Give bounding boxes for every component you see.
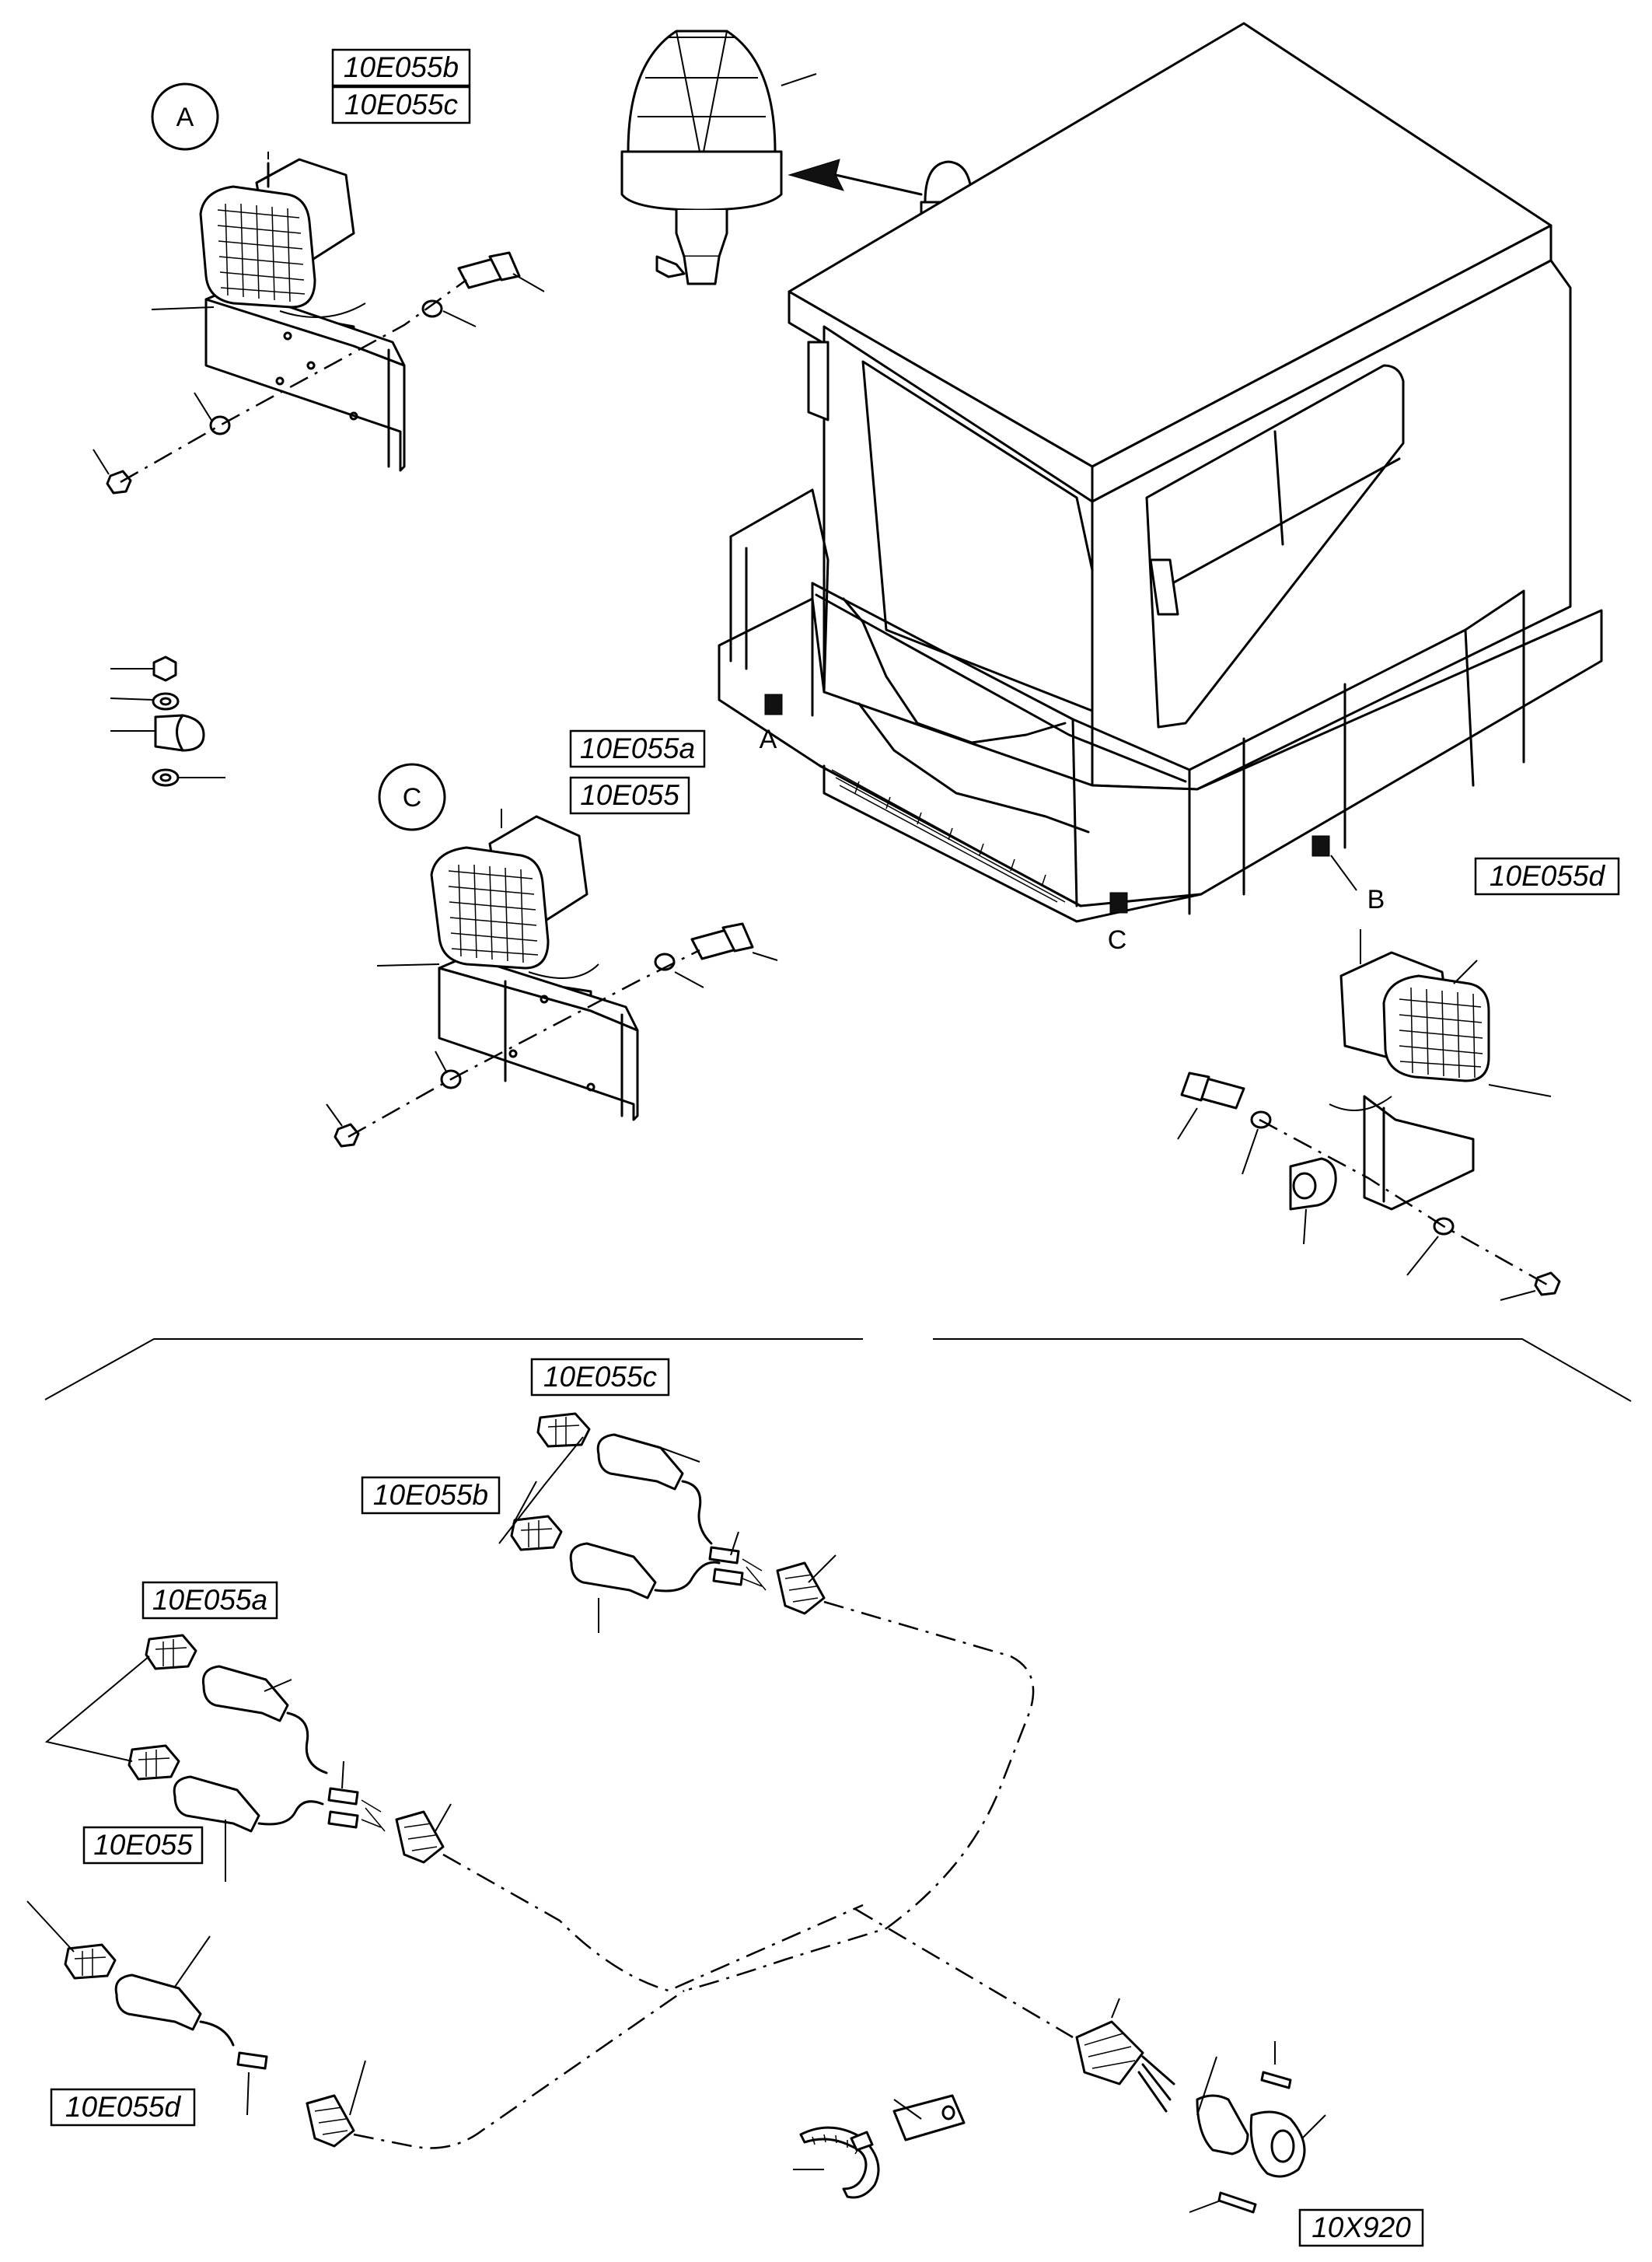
marker-a	[764, 694, 783, 715]
marker-b	[1311, 835, 1330, 857]
label-box-harness-10e055d	[50, 2088, 196, 2127]
boot-b	[569, 1542, 657, 1599]
label-harness-10e055b: 10E055b	[373, 1479, 488, 1511]
boot-c	[596, 1433, 684, 1491]
cab-and-platform: A C B	[718, 22, 1603, 955]
label-harness-10e055: 10E055	[93, 1829, 193, 1861]
label-10x920: 10X920	[1311, 2211, 1411, 2243]
view-a-letter: A	[176, 103, 194, 132]
work-light-assembly-a: A 10E055b 10E055c	[93, 48, 545, 495]
label-box-10e055b-top	[331, 48, 471, 87]
mounting-bracket-d	[1363, 1095, 1475, 1211]
label-box-harness-10e055c	[530, 1358, 670, 1397]
washer-a2	[209, 415, 231, 435]
marker-a-letter: A	[760, 725, 777, 754]
cab-side-window	[1145, 364, 1405, 729]
plug-10e055a	[145, 1634, 197, 1670]
label-box-10e055d-right	[1474, 857, 1620, 896]
lamp-lens-c	[430, 846, 550, 970]
label-box-10x920	[1298, 2208, 1424, 2247]
marker-c	[1109, 892, 1128, 914]
label-10e055-mid: 10E055	[580, 779, 679, 811]
washer-a1	[421, 299, 443, 318]
section-divider-right	[933, 1338, 1632, 1402]
view-c-letter: C	[403, 783, 422, 813]
connector-10x920-cap	[1249, 2110, 1306, 2178]
plug-10e055b	[510, 1515, 563, 1551]
label-10e055b-top: 10E055b	[344, 51, 459, 83]
contact-pin	[1217, 2191, 1257, 2214]
plug-10e055c	[536, 1412, 591, 1448]
plug-10e055d	[64, 1943, 117, 1980]
work-light-assembly-d: 10E055d	[1177, 857, 1620, 1301]
nut-c	[334, 1123, 360, 1148]
terminal-pin	[1260, 2071, 1292, 2089]
work-light-assembly-c: C 10E055a 10E055	[326, 729, 778, 1148]
label-box-harness-10e055	[82, 1826, 204, 1865]
label-10e055a-mid: 10E055a	[580, 732, 695, 764]
label-box-10e055-mid	[569, 776, 690, 815]
label-10e055d-right: 10E055d	[1490, 860, 1606, 892]
marker-b-letter: B	[1367, 885, 1385, 914]
label-harness-10e055c: 10E055c	[543, 1361, 658, 1393]
clamp-d	[1289, 1157, 1337, 1211]
section-divider-left	[44, 1338, 863, 1400]
boot-e	[173, 1775, 260, 1833]
nut-d	[1534, 1271, 1561, 1296]
marker-c-letter: C	[1108, 925, 1127, 955]
label-10e055c-top: 10E055c	[344, 89, 459, 121]
connector-10x920-socket	[1196, 2094, 1249, 2155]
cable-tag	[892, 2094, 966, 2141]
label-box-harness-10e055b	[361, 1476, 501, 1515]
clamp-detail	[110, 656, 225, 787]
handrails	[729, 488, 1525, 915]
plug-10e055	[127, 1744, 180, 1781]
boot-a	[201, 1665, 289, 1722]
rotating-beacon	[620, 30, 977, 285]
wiring-harness: 10E055c 10E055b 10E055a 10E055 10E055d 1…	[26, 1358, 1424, 2247]
label-harness-10e055a: 10E055a	[152, 1584, 267, 1616]
view-c-circle	[378, 763, 446, 831]
nut-a	[106, 470, 132, 495]
label-box-10e055a-mid	[569, 729, 706, 768]
lamp-lens-d	[1382, 974, 1490, 1082]
label-harness-10e055d: 10E055d	[65, 2091, 182, 2123]
view-a-circle	[151, 82, 219, 151]
boot-d	[114, 1974, 202, 2031]
beacon-dome	[627, 30, 777, 153]
label-box-10e055c-top	[331, 86, 471, 124]
label-box-harness-10e055a	[141, 1581, 278, 1620]
connector-10x920-body	[1075, 2020, 1144, 2085]
